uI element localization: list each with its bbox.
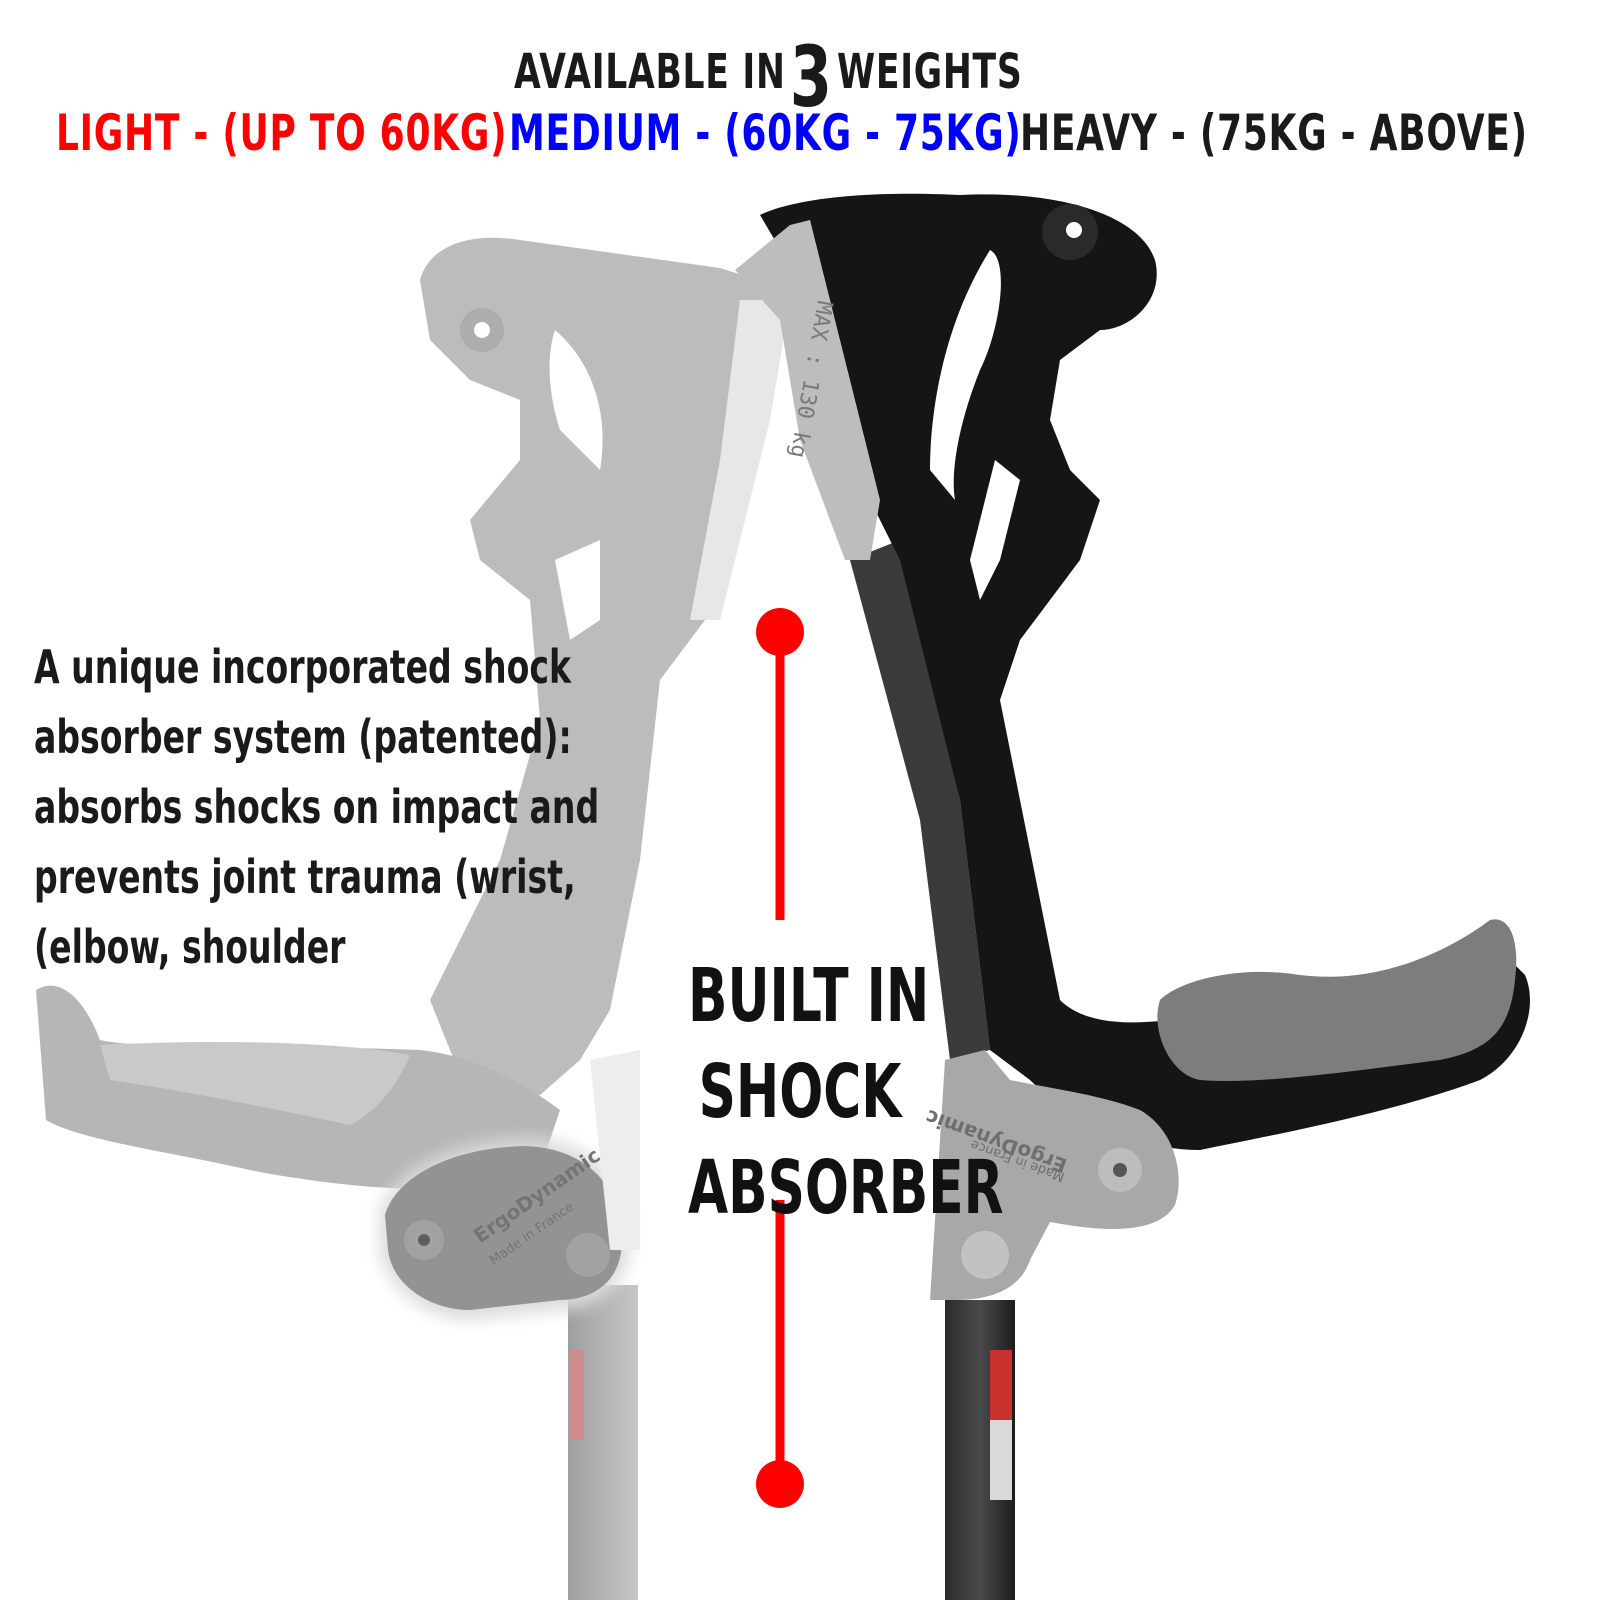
feature-description-line: absorbs shocks on impact and — [34, 780, 600, 834]
marker-dot-top — [756, 608, 804, 656]
dark-cuff-insert — [735, 220, 880, 560]
ghost-crutch-joint — [385, 1146, 622, 1310]
weight-heavy: HEAVY - (75KG - ABOVE) — [1020, 104, 1528, 162]
dark-crutch-handle-grip — [1157, 919, 1517, 1081]
ghost-sleeve — [590, 1050, 640, 1250]
ghost-cuff-window-lower — [555, 540, 600, 640]
dark-crutch-label — [990, 1350, 1012, 1420]
ghost-crutch-label — [570, 1350, 584, 1440]
weight-light: LIGHT - (UP TO 60KG) — [56, 104, 508, 162]
ghost-crutch-cuff — [420, 237, 790, 1100]
feature-description-line: (elbow, shoulder — [34, 920, 346, 974]
ghost-cuff-insert — [690, 300, 790, 620]
feature-description-line: prevents joint trauma (wrist, — [34, 850, 576, 904]
dark-cuff-window-lower — [970, 460, 1020, 600]
weight-medium: MEDIUM - (60KG - 75KG) — [509, 104, 1022, 162]
headline-suffix: WEIGHTS — [837, 44, 1023, 100]
marker-dot-bottom — [756, 1460, 804, 1508]
dark-cuff-window — [930, 250, 1001, 500]
headline-prefix: AVAILABLE IN — [514, 44, 786, 100]
headline-number: 3 — [789, 28, 833, 126]
dark-crutch: MAX : 130 kg ErgoDynamic Made in France — [735, 193, 1530, 1600]
feature-description-line: A unique incorporated shock — [34, 640, 571, 694]
callout-line: SHOCK — [698, 1049, 902, 1135]
callout-line: BUILT IN — [688, 953, 930, 1039]
weight-options: LIGHT - (UP TO 60KG) MEDIUM - (60KG - 75… — [0, 104, 1600, 174]
feature-description: A unique incorporated shock absorber sys… — [34, 632, 653, 982]
dark-crutch-upper-shaft — [850, 540, 990, 1060]
shock-absorber-marker — [756, 608, 804, 1508]
ghost-crutch: ErgoDynamic Made in France — [36, 237, 790, 1600]
feature-description-line: absorber system (patented): — [34, 710, 572, 764]
headline: AVAILABLE IN3WEIGHTS — [0, 18, 1600, 126]
ghost-crutch-shaft — [568, 1285, 638, 1600]
shock-absorber-callout: BUILT IN SHOCK ABSORBER — [688, 948, 1004, 1236]
ghost-cuff-window — [549, 330, 603, 470]
callout-line: ABSORBER — [688, 1145, 1004, 1231]
